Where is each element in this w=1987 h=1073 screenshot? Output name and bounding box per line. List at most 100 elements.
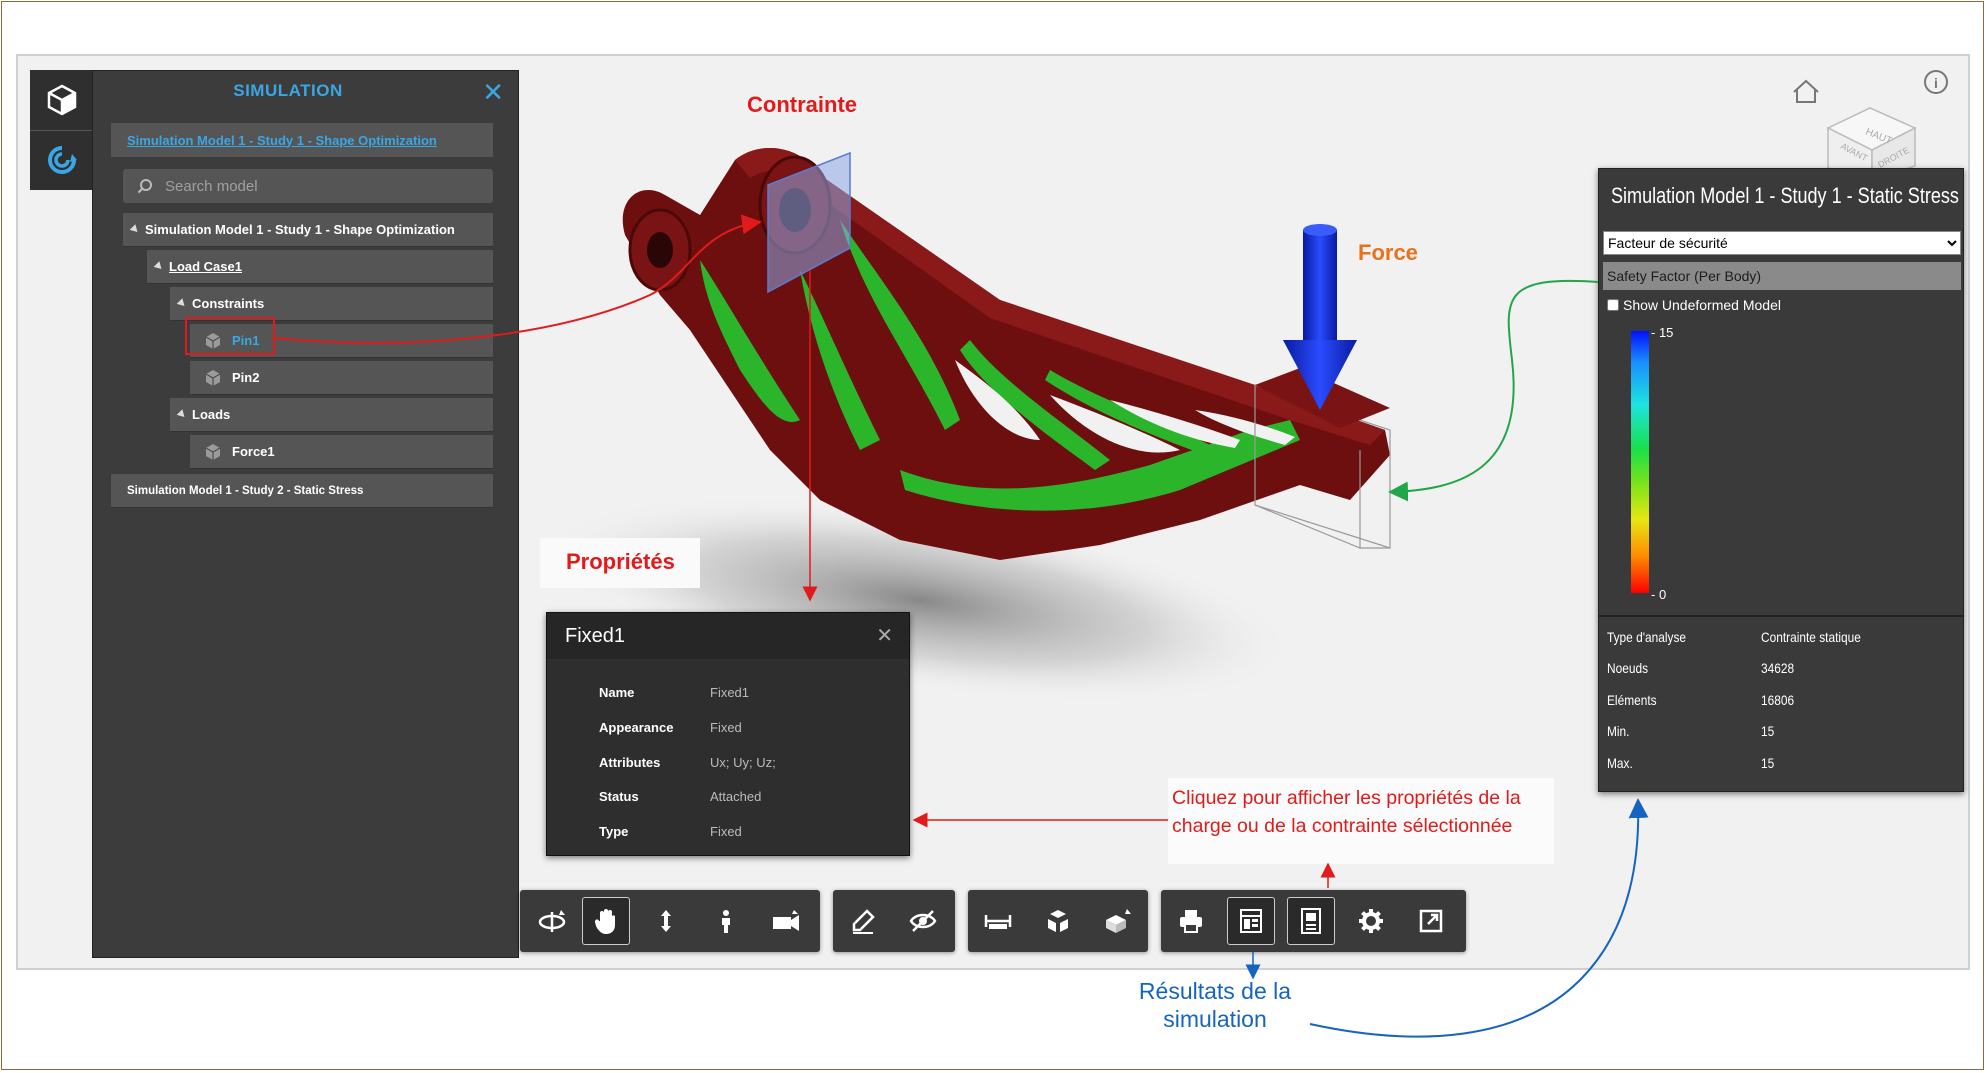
annotation-results-line2: simulation [1163, 1006, 1267, 1032]
orbit-button[interactable] [528, 897, 576, 945]
property-row: Appearance Fixed [547, 712, 909, 742]
search-input[interactable] [163, 176, 467, 196]
study-link[interactable]: Simulation Model 1 - Study 1 - Shape Opt… [111, 123, 493, 157]
property-key: Status [599, 788, 639, 804]
simulation-browser-panel: SIMULATION ✕ Simulation Model 1 - Study … [92, 70, 519, 958]
property-value: Fixed1 [710, 684, 750, 700]
color-legend [1631, 331, 1649, 593]
hide-icon [909, 910, 937, 932]
property-value: Attached [710, 788, 762, 804]
tree-item-loads[interactable]: Loads [170, 398, 493, 432]
svg-text:i: i [1934, 75, 1938, 91]
home-icon[interactable] [1793, 79, 1819, 103]
markup-button[interactable] [839, 897, 887, 945]
close-icon[interactable]: ✕ [876, 625, 893, 647]
constraint-plane[interactable] [767, 151, 851, 294]
property-row: Attributes Ux; Uy; Uz; [547, 747, 909, 777]
annotation-properties-box [540, 538, 700, 588]
show-undeformed-checkbox[interactable] [1607, 299, 1619, 311]
property-value: Fixed [710, 719, 742, 735]
property-row: Type Fixed [547, 816, 909, 846]
tree-label: Load Case1 [169, 259, 242, 274]
results-title: Simulation Model 1 - Study 1 - Static St… [1611, 183, 1959, 208]
dolly-button[interactable] [642, 897, 690, 945]
camera-button[interactable] [762, 897, 810, 945]
info-icon[interactable] [1924, 70, 1948, 94]
toolbar-tools [968, 890, 1148, 952]
show-undeformed-label: Show Undeformed Model [1623, 297, 1781, 313]
tree-item-force1[interactable]: Force1 [190, 435, 493, 469]
explode-icon [1048, 910, 1068, 932]
model-browser-icon [1106, 909, 1131, 933]
toolbar-markup [833, 890, 955, 952]
legend-min: - 0 [1651, 587, 1667, 602]
gear-icon [1359, 909, 1383, 933]
property-value: Ux; Uy; Uz; [710, 754, 776, 770]
property-key: Name [599, 684, 635, 700]
markup-icon [852, 909, 875, 934]
properties-button[interactable] [1227, 897, 1275, 945]
tree-label: Constraints [192, 296, 265, 311]
tree-item-pin2[interactable]: Pin2 [190, 361, 493, 395]
orbit-icon [538, 910, 566, 932]
toolbar-navigation [520, 890, 820, 952]
stat-row: Max.15 [1607, 755, 1775, 771]
annotation-constraint: Contrainte [747, 92, 857, 117]
load-cube-icon [205, 443, 221, 460]
force-arrow[interactable] [1283, 224, 1357, 410]
results-button[interactable] [1287, 897, 1335, 945]
simulation-icon [48, 146, 77, 174]
stat-row: Min.15 [1607, 723, 1775, 739]
property-key: Attributes [599, 754, 661, 770]
tree-label: Loads [192, 407, 231, 422]
tree-label: Force1 [232, 444, 275, 459]
dolly-icon [661, 910, 671, 932]
fullscreen-button[interactable] [1407, 897, 1455, 945]
result-subtitle: Safety Factor (Per Body) [1603, 262, 1961, 290]
first-person-button[interactable] [702, 897, 750, 945]
properties-icon [1240, 909, 1262, 933]
print-button[interactable] [1167, 897, 1215, 945]
results-divider [1599, 615, 1963, 617]
property-key: Appearance [599, 719, 674, 735]
results-panel[interactable]: Simulation Model 1 - Study 1 - Static St… [1598, 168, 1964, 792]
first-person-icon [722, 910, 730, 933]
simulation-tab[interactable] [30, 130, 94, 190]
cube-icon [47, 84, 77, 116]
annotation-properties: Propriétés [566, 549, 675, 574]
annotation-hint: Cliquez pour afficher les propriétés de … [1172, 787, 1521, 837]
hide-button[interactable] [899, 897, 947, 945]
close-icon[interactable]: ✕ [482, 77, 504, 107]
property-value: Fixed [710, 823, 742, 839]
result-type-select[interactable]: Facteur de sécurité [1603, 231, 1961, 255]
property-row: Status Attached [547, 781, 909, 811]
properties-dialog[interactable]: Fixed1 ✕ Name Fixed1 Appearance Fixed At… [546, 612, 910, 856]
show-undeformed-toggle[interactable]: Show Undeformed Model [1607, 297, 1781, 313]
tree-label: Simulation Model 1 - Study 2 - Static St… [127, 484, 364, 497]
properties-title: Fixed1 [547, 613, 909, 659]
model-browser-tab[interactable] [30, 70, 94, 131]
panel-title: SIMULATION [233, 81, 343, 100]
tree-item-study2[interactable]: Simulation Model 1 - Study 2 - Static St… [111, 474, 493, 508]
tree-label: Pin2 [232, 370, 260, 385]
measure-icon [984, 915, 1012, 929]
print-icon [1180, 910, 1202, 933]
legend-max: - 15 [1651, 325, 1674, 340]
camera-icon [773, 910, 799, 931]
search-box[interactable] [123, 169, 493, 203]
measure-button[interactable] [974, 897, 1022, 945]
pan-icon [594, 909, 615, 934]
annotation-results-line1: Résultats de la [1138, 978, 1292, 1004]
toolbar-settings [1161, 890, 1466, 952]
annotation-force: Force [1358, 240, 1418, 265]
model-browser-button[interactable] [1094, 897, 1142, 945]
explode-button[interactable] [1034, 897, 1082, 945]
pan-button[interactable] [582, 897, 630, 945]
search-icon [137, 179, 152, 194]
settings-button[interactable] [1347, 897, 1395, 945]
viewcube[interactable]: i HAUT AVANT DROITE [1780, 68, 1960, 178]
